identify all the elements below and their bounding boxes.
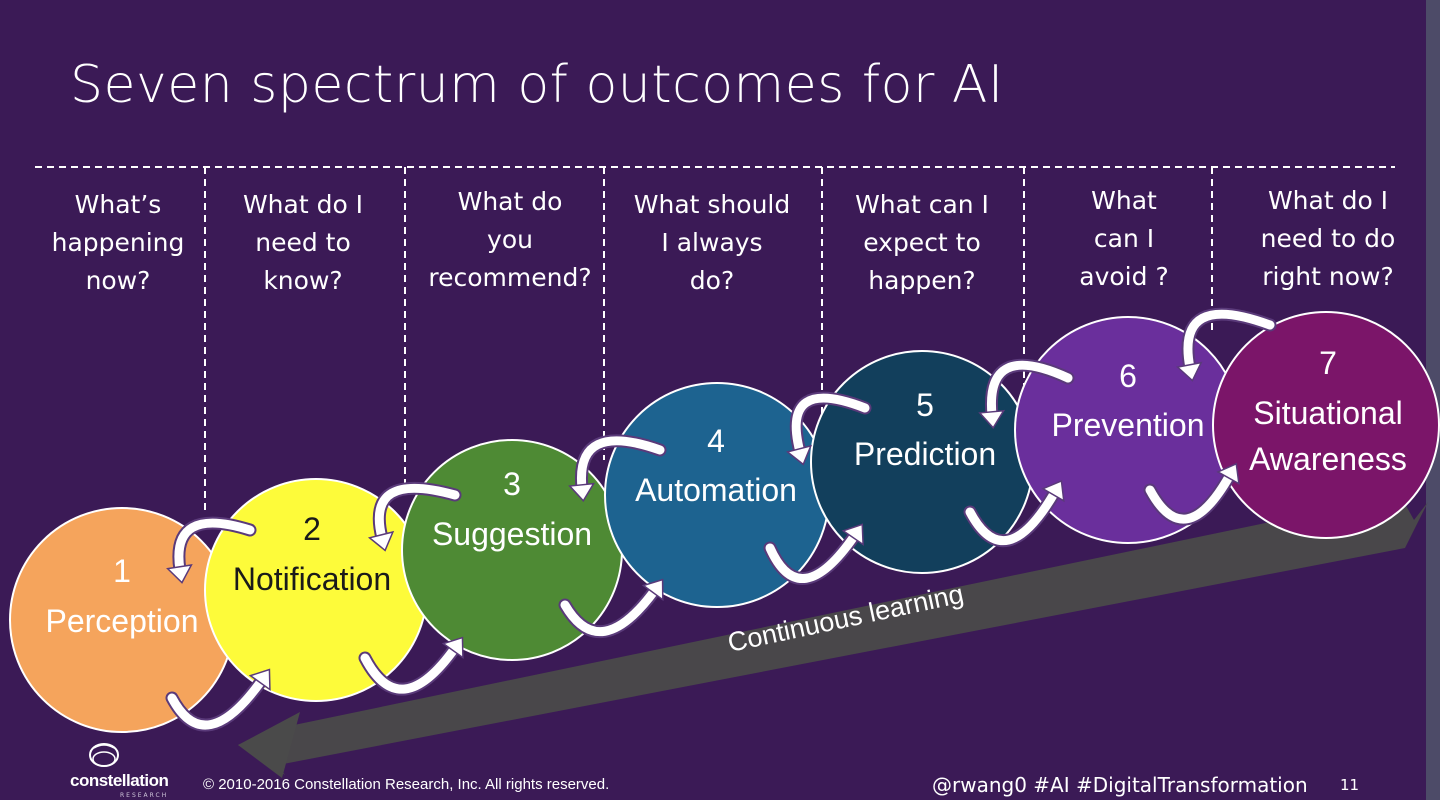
footer-hashtags: @rwang0 #AI #DigitalTransformation [932,773,1308,797]
stage-circle [1212,311,1440,539]
question-7: What do I need to do right now? [1238,182,1418,296]
stage-name: Prevention [1052,407,1205,443]
stage-number: 7 [1319,345,1337,381]
footer-copyright: © 2010-2016 Constellation Research, Inc.… [203,776,610,793]
stage-number: 5 [916,387,934,423]
stage-name: Notification [233,561,391,597]
cycle-arrow-top-icon [1175,307,1277,382]
cycle-arrow-top-icon [785,391,872,466]
cycle-arrow-top-icon [978,358,1075,429]
question-line: I always [661,228,763,257]
stage-number: 4 [707,423,725,459]
question-line: now? [85,266,151,295]
question-line: you [487,225,533,254]
stage-number: 2 [303,511,321,547]
stage-name: Suggestion [432,516,592,552]
question-1: What’s happening now? [28,186,208,300]
stage-name: Awareness [1249,441,1407,477]
question-line: What should [633,190,791,219]
stage-name: Automation [635,472,797,508]
question-line: What do [457,187,563,216]
question-line: happening [51,228,185,257]
question-line: expect to [863,228,981,257]
cycle-arrow-bottom-icon [358,636,464,696]
question-line: What do I [242,190,364,219]
question-2: What do I need to know? [213,186,393,300]
question-line: can I [1093,224,1155,253]
cycle-arrow-top-icon [367,481,462,552]
stage-name: Prediction [854,436,996,472]
stage-name: Perception [46,603,199,639]
cycle-arrow-bottom-icon [165,668,271,732]
question-line: avoid ? [1079,262,1169,291]
question-5: What can I expect to happen? [832,186,1012,300]
stage-number: 6 [1119,358,1137,394]
cycle-arrow-bottom-icon [763,523,864,585]
slide-title: Seven spectrum of outcomes for AI [70,55,1004,115]
logo-wordmark: constellation [70,771,169,790]
question-line: know? [263,266,343,295]
question-line: What can I [855,190,989,219]
question-line: right now? [1262,262,1394,291]
question-line: What’s [74,190,162,219]
cycle-arrow-top-icon [166,516,257,584]
question-line: happen? [868,266,976,295]
question-line: What [1091,186,1157,215]
stage-number: 3 [503,466,521,502]
cycle-arrow-bottom-icon [963,479,1065,548]
question-line: What do I [1267,186,1389,215]
cycle-arrow-bottom-icon [558,578,664,639]
question-6: What can I avoid ? [1034,182,1214,296]
stage-name: Situational [1253,395,1402,431]
question-line: need to [255,228,351,257]
question-line: recommend? [428,263,592,292]
stage-number: 1 [113,553,131,589]
logo-subtitle: RESEARCH [120,792,169,799]
cycle-arrow-top-icon [568,434,667,502]
page-number: 11 [1340,776,1360,794]
question-line: do? [689,266,735,295]
cycle-arrow-bottom-icon [1143,462,1240,526]
question-3: What do you recommend? [420,183,600,297]
question-4: What should I always do? [622,186,802,300]
question-line: need to do [1260,224,1396,253]
constellation-logo-icon [89,743,119,767]
